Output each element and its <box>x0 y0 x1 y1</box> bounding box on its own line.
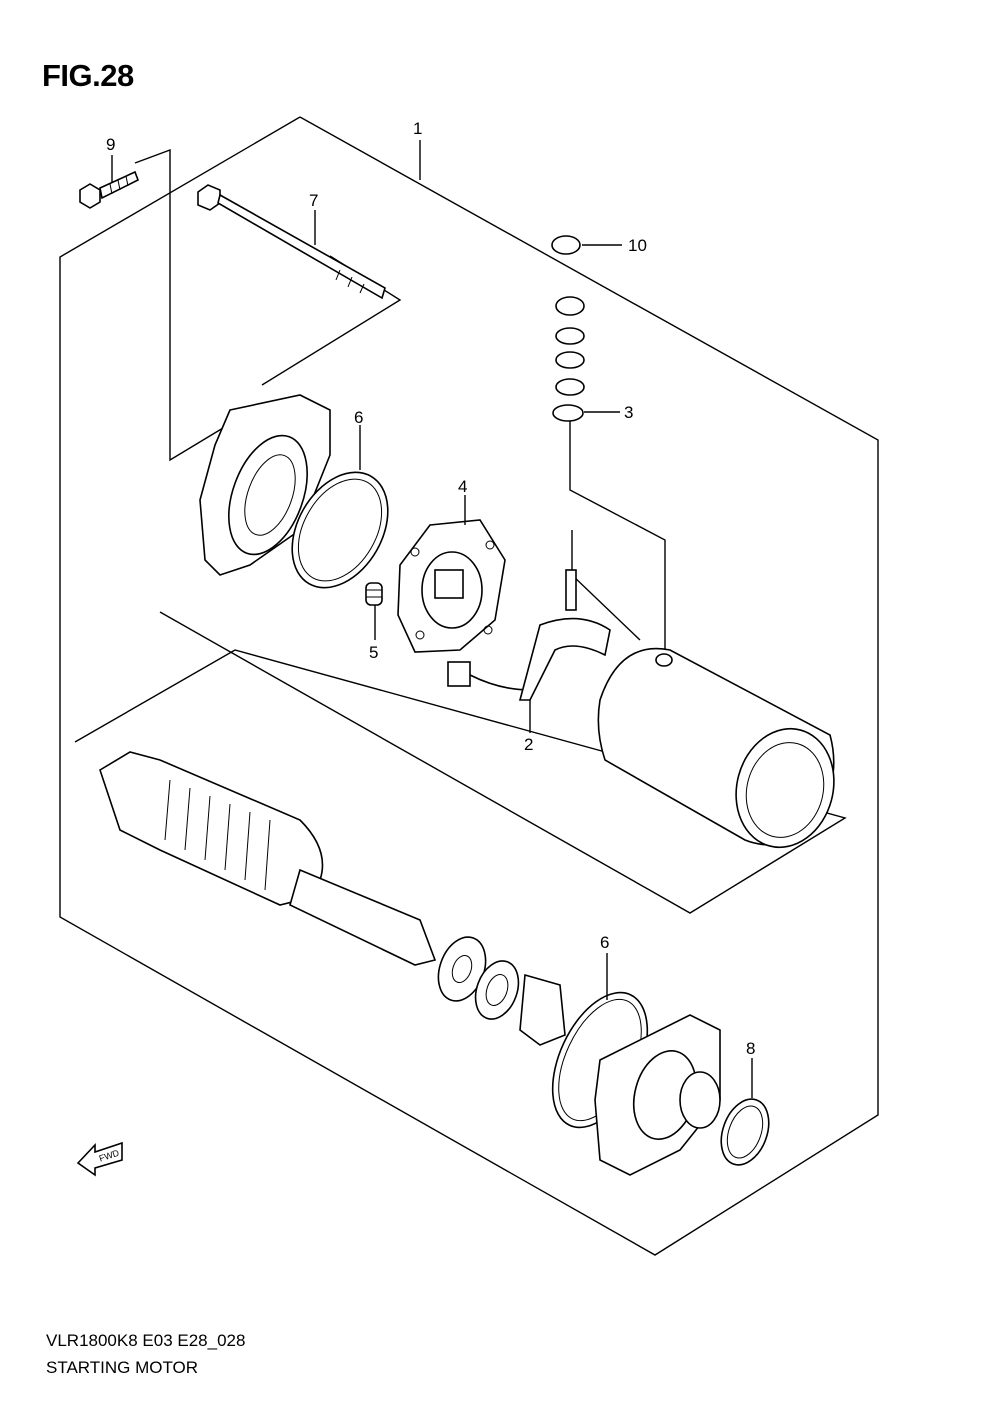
assembly-frame <box>59 116 879 1256</box>
fwd-arrow-icon: FWD <box>76 1141 123 1177</box>
callout-2: 2 <box>524 700 533 754</box>
callout-6-lower: 6 <box>600 933 609 1000</box>
callout-7: 7 <box>309 191 318 245</box>
armature-part <box>99 751 437 966</box>
callout-5: 5 <box>369 605 378 662</box>
brush-holder-part <box>397 519 506 653</box>
housing-bolt-part <box>197 184 386 300</box>
washer-stack-part <box>551 235 585 422</box>
o-ring-upper-part <box>291 471 389 589</box>
callout-number: 1 <box>413 119 422 138</box>
callout-1: 1 <box>413 119 422 138</box>
callout-number: 10 <box>628 236 647 255</box>
yoke-part <box>597 647 835 849</box>
callout-number: 7 <box>309 191 318 210</box>
front-cover-part <box>594 1014 721 1176</box>
spring-part <box>365 582 383 606</box>
callout-number: 5 <box>369 643 378 662</box>
callout-number: 9 <box>106 135 115 154</box>
mounting-bolt-part <box>79 170 140 209</box>
callout-number: 3 <box>624 403 633 422</box>
figure-title: FIG.28 <box>42 58 134 93</box>
model-code: VLR1800K8 E03 E28_028 <box>46 1331 246 1350</box>
callout-4: 4 <box>458 477 467 525</box>
callout-6-upper: 6 <box>354 408 363 470</box>
callout-9: 9 <box>106 135 115 183</box>
lower-washers-part <box>437 936 566 1046</box>
brush-set-part <box>447 569 611 701</box>
o-ring-small-part <box>720 1098 770 1166</box>
callout-8: 8 <box>746 1039 755 1098</box>
callout-number: 6 <box>354 408 363 427</box>
callout-number: 6 <box>600 933 609 952</box>
callout-10: 10 <box>582 236 647 255</box>
callout-number: 4 <box>458 477 467 496</box>
callout-number: 2 <box>524 735 533 754</box>
callout-3: 3 <box>584 403 633 422</box>
callout-number: 8 <box>746 1039 755 1058</box>
figure-caption: STARTING MOTOR <box>46 1358 199 1377</box>
